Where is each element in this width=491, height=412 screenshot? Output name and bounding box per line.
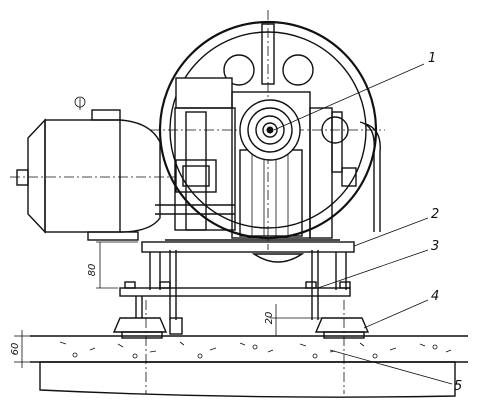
- steel-frame: [119, 241, 355, 297]
- gearbox: [155, 77, 381, 241]
- callout-5: 5: [454, 379, 462, 394]
- callout-4: 4: [431, 289, 439, 304]
- callout-3: 3: [431, 239, 439, 254]
- electric-motor: [10, 96, 175, 241]
- vibration-isolators: [112, 317, 370, 339]
- callout-1: 1: [428, 51, 436, 66]
- callout-2: 2: [431, 207, 439, 222]
- foundation-slab: [30, 300, 468, 398]
- leader-lines: [273, 63, 453, 385]
- tie-rods: [135, 250, 319, 320]
- dim-frame-height: 80: [87, 264, 98, 277]
- dim-slab-thickness: 60: [10, 343, 21, 356]
- dimension-lines: [14, 241, 340, 368]
- dim-gap: 20: [264, 312, 275, 325]
